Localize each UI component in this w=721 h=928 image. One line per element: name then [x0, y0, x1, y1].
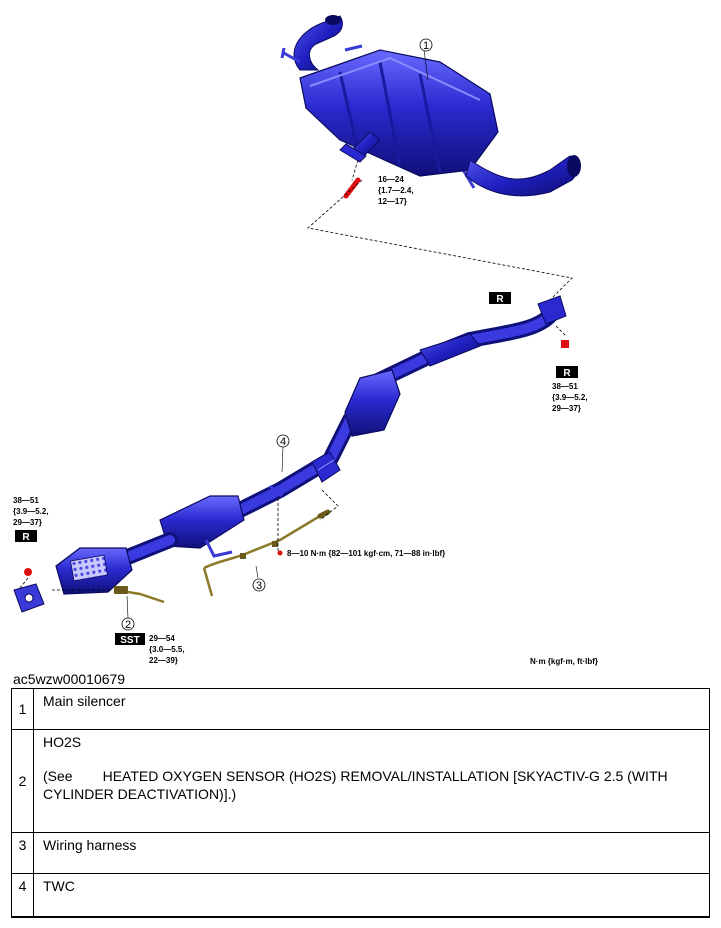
svg-text:1: 1 [423, 40, 429, 52]
svg-text:12—17}: 12—17} [378, 197, 407, 206]
replace-tag-front-nut: R [15, 530, 37, 543]
svg-text:R: R [22, 532, 30, 543]
svg-text:4: 4 [280, 436, 286, 448]
silencer-to-pipe-guideline [307, 179, 573, 303]
torque-silencer-bolt: 16—24 {1.7—2.4, 12—17} [378, 175, 414, 206]
torque-harness-bolt: 8—10 N·m {82—101 kgf·cm, 71—88 in·lbf} [287, 549, 445, 558]
svg-text:29—37}: 29—37} [13, 518, 42, 527]
svg-text:38—51: 38—51 [13, 496, 39, 505]
ho2s-sensor [52, 586, 165, 604]
legend-row: 4 TWC [11, 873, 710, 918]
legend-number: 2 [11, 729, 34, 833]
front-pipe-assembly [13, 295, 567, 613]
svg-text:R: R [563, 368, 571, 379]
replace-tag-rear-nut: R [556, 366, 578, 379]
legend-number: 1 [11, 688, 34, 730]
front-flange-nut [19, 568, 32, 589]
svg-text:38—51: 38—51 [552, 382, 578, 391]
svg-text:{3.9—5.2,: {3.9—5.2, [552, 393, 588, 402]
legend-label: Main silencer [33, 688, 710, 730]
svg-text:16—24: 16—24 [378, 175, 404, 184]
legend-number: 3 [11, 832, 34, 874]
torque-front-flange-nut: 38—51 {3.9—5.2, 29—37} [13, 496, 49, 527]
svg-text:SST: SST [120, 635, 139, 646]
legend-label: HO2S [43, 734, 82, 750]
sst-tag: SST [115, 633, 145, 646]
silencer-bolt [343, 159, 361, 199]
callout-4: 4 [276, 434, 290, 473]
callout-2: 2 [121, 595, 135, 631]
unit-note: N·m {kgf·m, ft·lbf} [530, 657, 598, 666]
svg-text:{3.0—5.5,: {3.0—5.5, [149, 645, 185, 654]
rear-flange-nut [555, 325, 569, 348]
harness-bolt [277, 550, 283, 556]
main-silencer [280, 15, 581, 197]
callout-3: 3 [252, 565, 266, 592]
ho2s-procedure-link[interactable]: HEATED OXYGEN SENSOR (HO2S) REMOVAL/INST… [43, 768, 668, 802]
svg-text:{1.7—2.4,: {1.7—2.4, [378, 186, 414, 195]
svg-text:R: R [496, 294, 504, 305]
svg-text:29—37}: 29—37} [552, 404, 581, 413]
figure-id: ac5wzw00010679 [13, 671, 126, 687]
replace-tag-rear-pipe: R [489, 292, 511, 305]
svg-text:22—39}: 22—39} [149, 656, 178, 665]
legend-row: 1 Main silencer [11, 688, 710, 730]
legend-label: TWC [33, 873, 710, 918]
legend-number: 4 [11, 873, 34, 918]
svg-text:29—54: 29—54 [149, 634, 175, 643]
callout-1: 1 [419, 38, 433, 81]
svg-text:{3.9—5.2,: {3.9—5.2, [13, 507, 49, 516]
torque-ho2s: 29—54 {3.0—5.5, 22—39} [149, 634, 185, 665]
exhaust-system-diagram: 1 2 3 4 R R R SST 16—24 {1.7—2.4, 12—17}… [13, 15, 598, 666]
torque-rear-flange-nut: 38—51 {3.9—5.2, 29—37} [552, 382, 588, 413]
wiring-harness [202, 489, 339, 597]
legend-label: Wiring harness [33, 832, 710, 874]
legend-row: 3 Wiring harness [11, 832, 710, 874]
svg-text:2: 2 [125, 619, 131, 631]
svg-text:3: 3 [256, 580, 262, 592]
